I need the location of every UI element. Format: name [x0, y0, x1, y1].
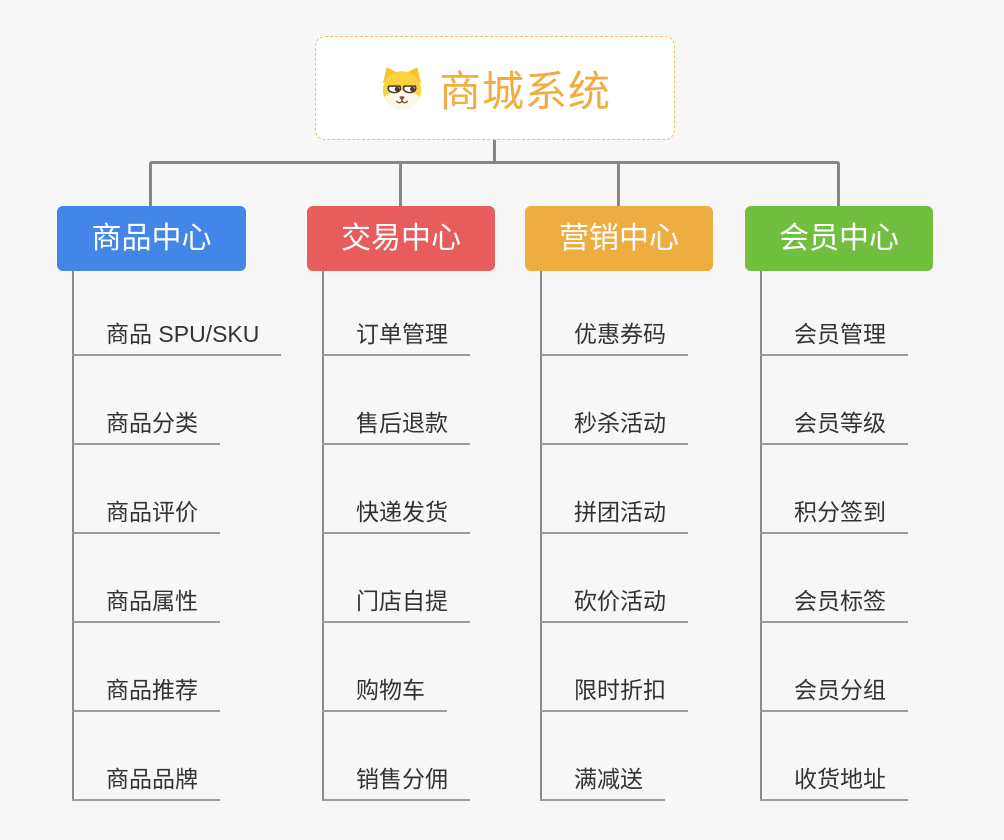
- branch-item[interactable]: 商品属性: [72, 587, 220, 623]
- branch-item[interactable]: 售后退款: [322, 409, 470, 445]
- connector-drop-marketing: [617, 163, 620, 206]
- branch-item[interactable]: 会员标签: [760, 587, 908, 623]
- branch-item[interactable]: 积分签到: [760, 498, 908, 534]
- connector-bus: [149, 161, 840, 206]
- branch-item[interactable]: 砍价活动: [540, 587, 688, 623]
- branch-item[interactable]: 快递发货: [322, 498, 470, 534]
- branch-header-product[interactable]: 商品中心: [57, 206, 246, 271]
- branch-item[interactable]: 会员管理: [760, 320, 908, 356]
- branch-item[interactable]: 秒杀活动: [540, 409, 688, 445]
- branch-item[interactable]: 会员等级: [760, 409, 908, 445]
- branch-item[interactable]: 商品推荐: [72, 676, 220, 712]
- connector-root-riser: [493, 140, 496, 164]
- branch-item[interactable]: 商品分类: [72, 409, 220, 445]
- branch-header-marketing[interactable]: 营销中心: [525, 206, 713, 271]
- connector-trunk-marketing: [540, 271, 542, 801]
- branch-item[interactable]: 优惠券码: [540, 320, 688, 356]
- branch-header-trade[interactable]: 交易中心: [307, 206, 495, 271]
- root-title: 商城系统: [438, 67, 611, 115]
- branch-item[interactable]: 门店自提: [322, 587, 470, 623]
- branch-item[interactable]: 订单管理: [322, 320, 470, 356]
- branch-item[interactable]: 限时折扣: [540, 676, 688, 712]
- branch-item[interactable]: 会员分组: [760, 676, 908, 712]
- branch-header-member[interactable]: 会员中心: [745, 206, 933, 271]
- connector-trunk-member: [760, 271, 762, 801]
- branch-item[interactable]: 满减送: [540, 765, 665, 801]
- branch-item[interactable]: 收货地址: [760, 765, 908, 801]
- branch-item[interactable]: 销售分佣: [322, 765, 470, 801]
- branch-item[interactable]: 商品 SPU/SKU: [72, 320, 282, 356]
- branch-item[interactable]: 商品品牌: [72, 765, 220, 801]
- branch-item[interactable]: 购物车: [322, 676, 447, 712]
- connector-trunk-product: [72, 271, 74, 801]
- root-node-mall-system[interactable]: 商城系统: [315, 36, 675, 140]
- branch-item[interactable]: 拼团活动: [540, 498, 688, 534]
- connector-drop-trade: [399, 163, 402, 206]
- connector-trunk-trade: [322, 271, 324, 801]
- dog-face-icon: [382, 67, 422, 110]
- branch-item[interactable]: 商品评价: [72, 498, 220, 534]
